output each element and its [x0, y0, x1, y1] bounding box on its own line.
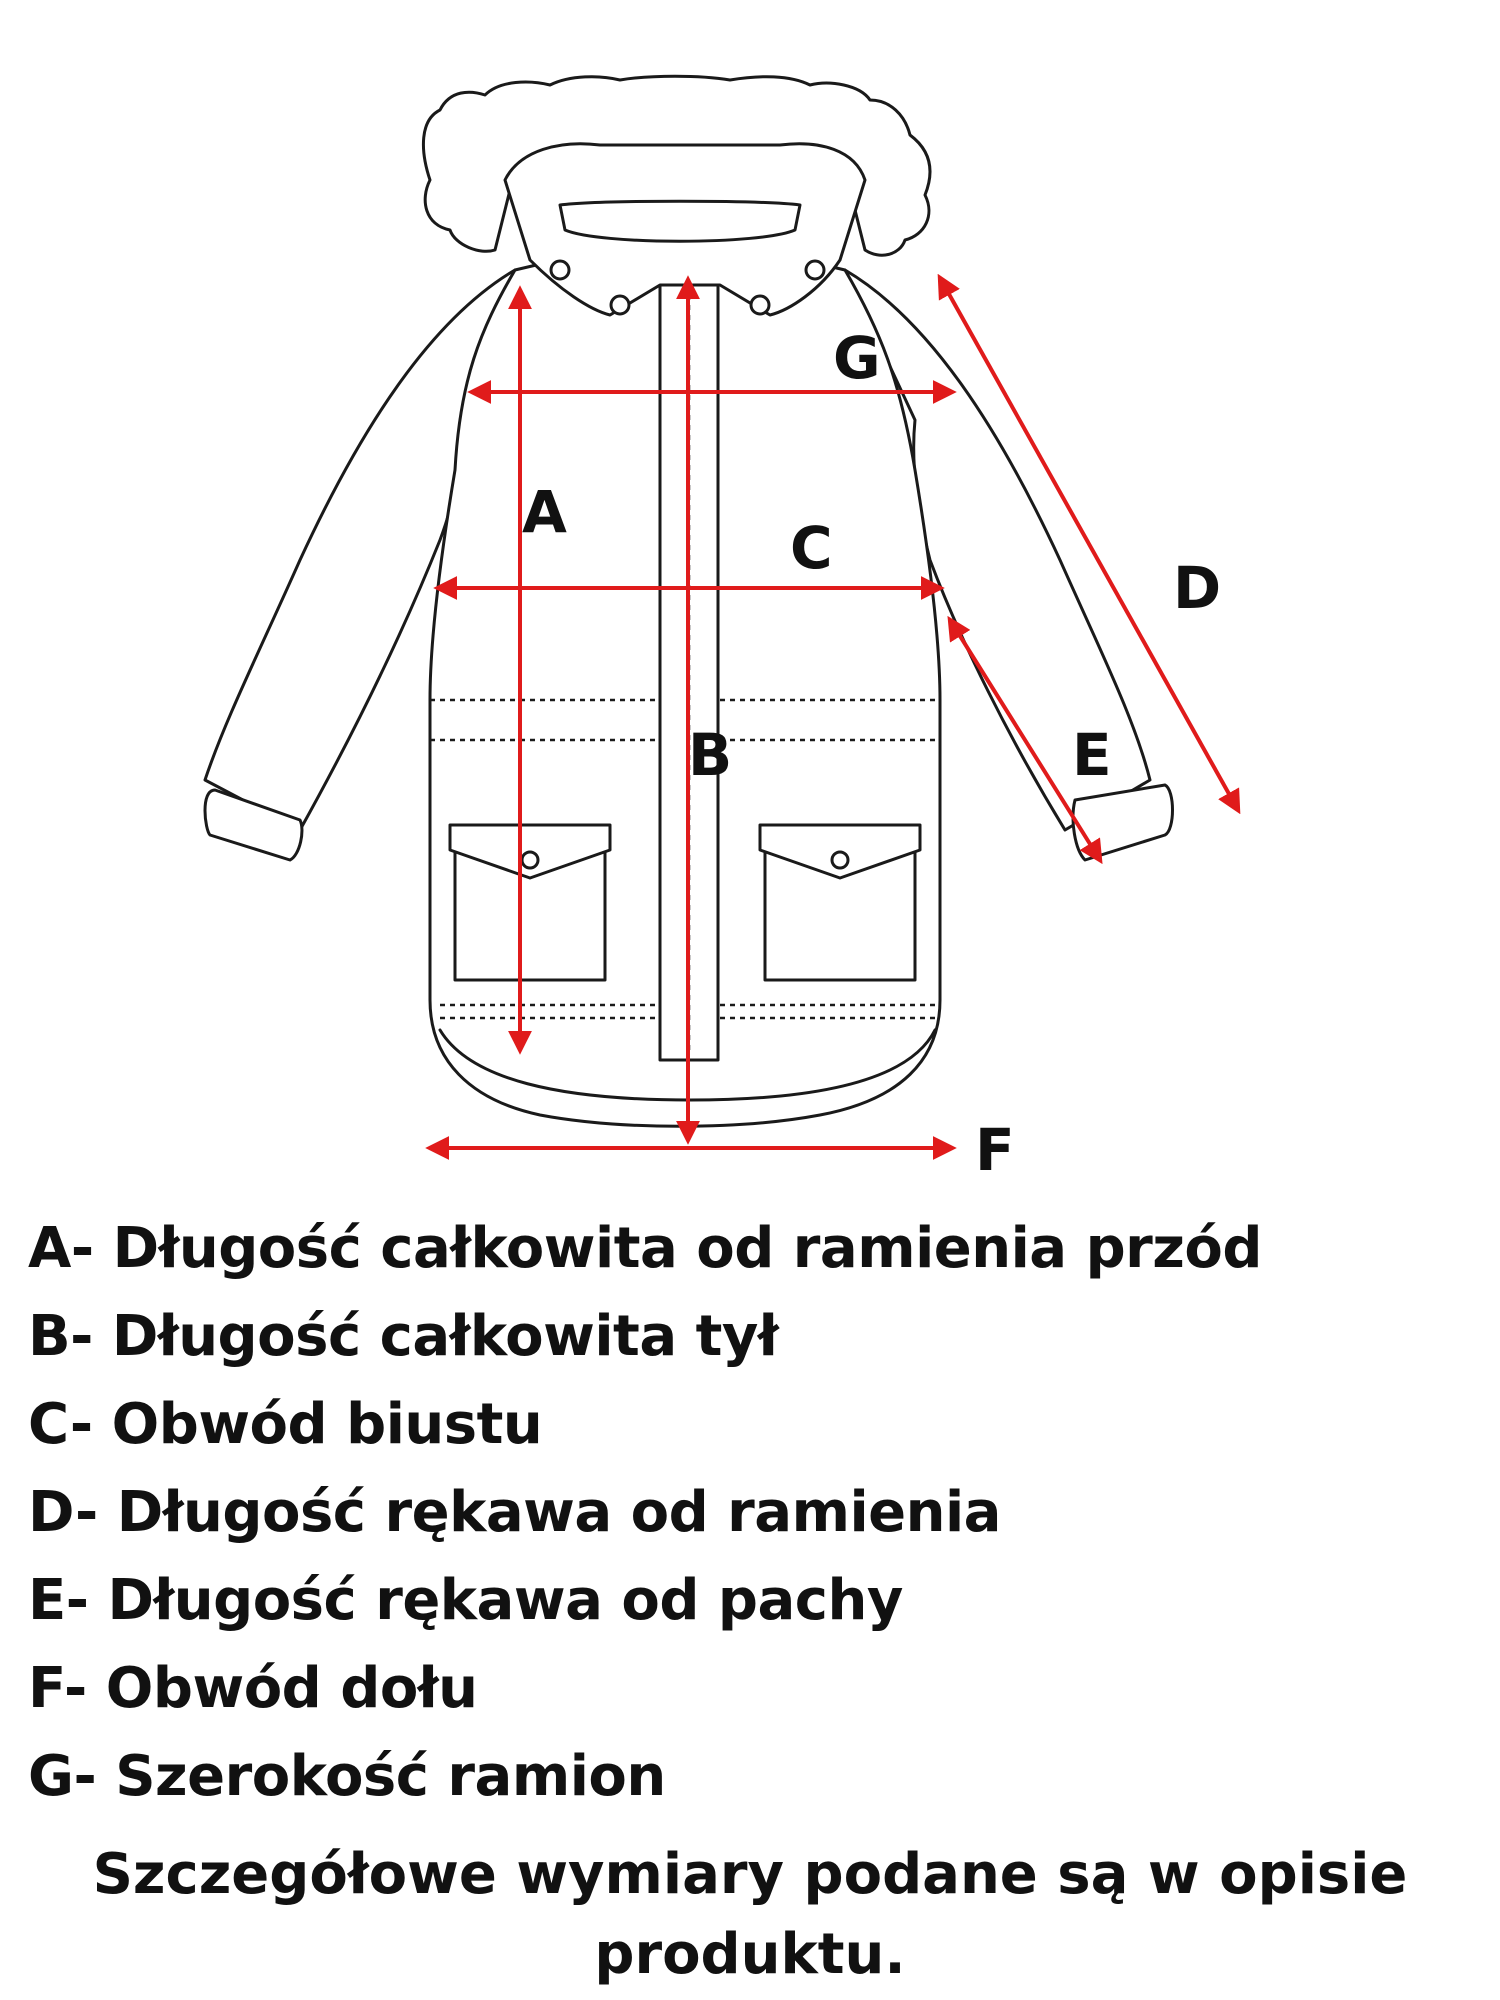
label-c: C — [790, 514, 833, 582]
legend-item-d: D- Długość rękawa od ramienia — [28, 1480, 1001, 1545]
collar-snap-center-left — [609, 294, 631, 316]
collar-inner — [558, 199, 802, 243]
legend-item-c: C- Obwód biustu — [28, 1392, 543, 1457]
collar-snap-left — [549, 259, 571, 281]
measurement-labels: A B C D E F G — [522, 324, 1221, 1180]
legend-item-g: G- Szerokość ramion — [28, 1744, 666, 1809]
arrow-e — [947, 615, 1103, 865]
label-d: D — [1173, 554, 1221, 622]
legend-item-a: A- Długość całkowita od ramienia przód — [28, 1216, 1262, 1281]
collar — [503, 142, 867, 317]
label-f: F — [975, 1116, 1015, 1180]
footer-line-1: Szczegółowe wymiary podane są w opisie — [92, 1842, 1408, 1907]
left-pocket — [448, 823, 612, 982]
legend-item-b: B- Długość całkowita tył — [28, 1304, 779, 1369]
legend-item-f: F- Obwód dołu — [28, 1656, 478, 1721]
measurement-arrows — [425, 273, 1241, 1160]
footer-line-2: produktu. — [594, 1922, 906, 1987]
collar-snap-center-right — [749, 294, 771, 316]
label-e: E — [1072, 721, 1112, 789]
footer-note: Szczegółowe wymiary podane są w opisie p… — [0, 1835, 1500, 1995]
right-pocket — [758, 823, 922, 982]
legend-item-e: E- Długość rękawa od pachy — [28, 1568, 903, 1633]
measurement-legend: A- Długość całkowita od ramienia przód B… — [28, 1205, 1478, 1821]
jacket-measurement-diagram: A B C D E F G — [203, 74, 1241, 1180]
label-b: B — [688, 721, 732, 789]
label-a: A — [522, 478, 567, 546]
collar-snap-right — [804, 259, 826, 281]
label-g: G — [833, 324, 881, 392]
arrow-d — [937, 273, 1241, 815]
left-cuff — [203, 788, 304, 862]
